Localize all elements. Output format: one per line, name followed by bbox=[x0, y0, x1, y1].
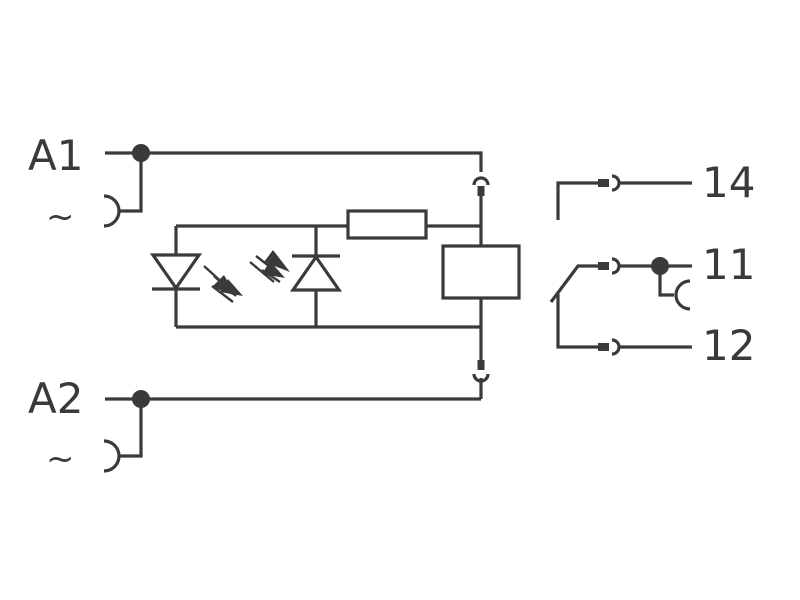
socket-icon-11 bbox=[674, 279, 691, 311]
protection-diode bbox=[249, 226, 343, 327]
terminal-label-12: 12 bbox=[702, 321, 755, 370]
terminal-label-a2: A2 bbox=[28, 374, 83, 423]
terminal-label-11: 11 bbox=[702, 240, 755, 289]
light-arrow-icon bbox=[249, 250, 290, 283]
light-emission-arrow-icon bbox=[203, 265, 243, 303]
a2-supply-line bbox=[103, 390, 481, 473]
socket-icon-a1 bbox=[103, 194, 121, 228]
resistor bbox=[176, 209, 481, 240]
contact-14 bbox=[556, 174, 692, 220]
ac-symbol-a2: ~ bbox=[46, 439, 75, 479]
socket-icon-a2 bbox=[103, 439, 121, 473]
led-diode bbox=[149, 226, 243, 327]
a1-supply-line bbox=[103, 144, 483, 228]
relay-coil bbox=[441, 244, 521, 300]
coil-connector-top bbox=[472, 176, 490, 246]
contact-11 bbox=[549, 257, 692, 311]
ac-symbol-a1: ~ bbox=[46, 197, 75, 237]
contact-12 bbox=[556, 294, 692, 356]
coil-connector-bottom bbox=[472, 360, 490, 399]
terminal-label-14: 14 bbox=[702, 158, 755, 207]
terminal-label-a1: A1 bbox=[28, 131, 83, 180]
